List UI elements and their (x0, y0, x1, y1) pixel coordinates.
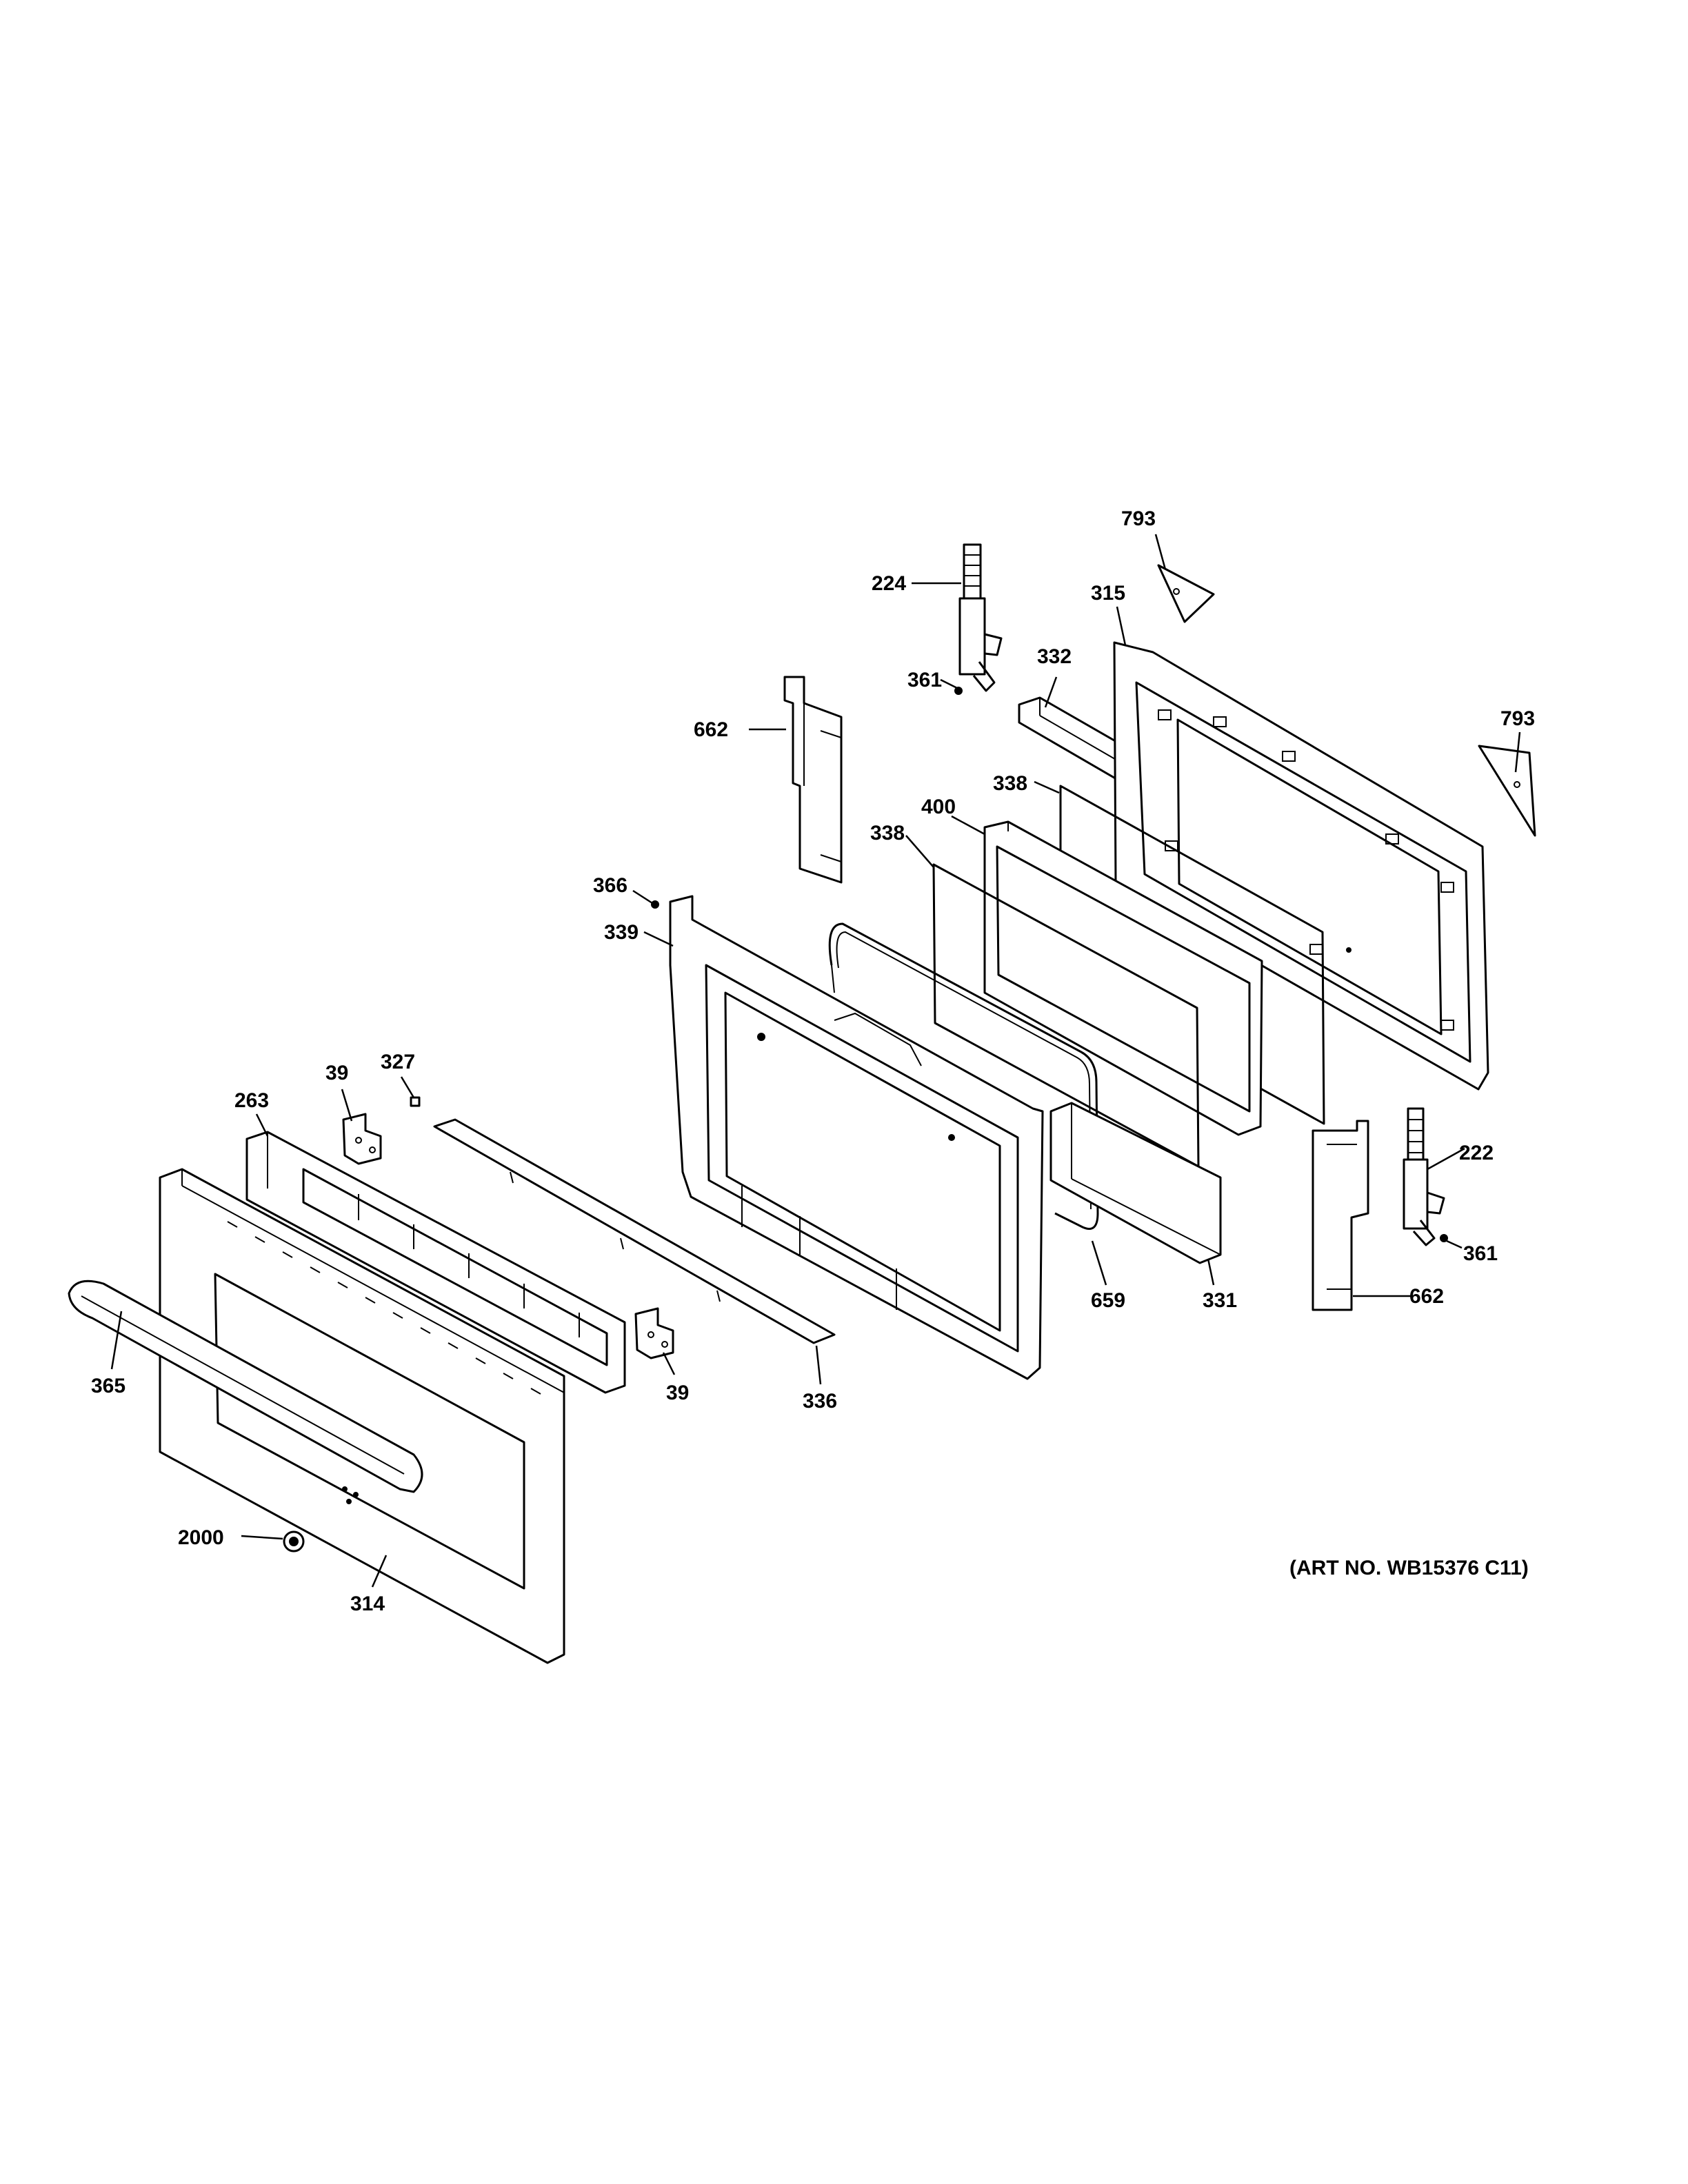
part-39-bracket-lower (634, 1307, 674, 1359)
callout-327: 327 (381, 1051, 415, 1073)
callout-224: 224 (872, 572, 906, 595)
part-263-vent-duct (245, 1131, 626, 1394)
callout-338-front: 338 (870, 822, 905, 845)
leader-lines (110, 534, 1521, 1588)
part-662-upper (783, 676, 843, 884)
callout-662-lower: 662 (1409, 1285, 1444, 1308)
callout-336: 336 (803, 1390, 837, 1413)
callout-793-top: 793 (1121, 507, 1156, 530)
callout-339: 339 (604, 921, 639, 944)
callout-361-lower: 361 (1463, 1242, 1498, 1265)
part-2000-badge (283, 1530, 305, 1553)
part-659-gasket (828, 922, 1099, 1230)
part-339-inner-frame (669, 895, 1044, 1380)
callout-222: 222 (1459, 1142, 1494, 1164)
part-331-channel (1049, 1102, 1222, 1264)
part-39-bracket-upper (342, 1113, 382, 1165)
part-793-triangle-right (1478, 745, 1536, 837)
part-314-outer-door (159, 1168, 565, 1664)
callout-332: 332 (1037, 645, 1072, 668)
callout-365: 365 (91, 1375, 125, 1397)
callout-39-upper: 39 (325, 1062, 348, 1084)
callout-338-rear: 338 (993, 772, 1027, 795)
art-number: (ART NO. WB15376 C11) (1289, 1557, 1529, 1579)
part-327-clip (410, 1096, 421, 1107)
part-224-hinge (954, 543, 1003, 695)
part-662-lower (1312, 1120, 1369, 1311)
part-365-handle (68, 1280, 423, 1493)
callout-400: 400 (921, 796, 956, 818)
callout-331: 331 (1203, 1289, 1237, 1312)
callout-314: 314 (350, 1593, 385, 1615)
part-336-strip (433, 1118, 836, 1344)
callout-315: 315 (1091, 582, 1125, 605)
part-793-triangle-top (1157, 564, 1215, 623)
callout-263: 263 (234, 1089, 269, 1112)
callout-793-right: 793 (1500, 707, 1535, 730)
callout-366: 366 (593, 874, 627, 897)
part-366-screw (651, 900, 659, 909)
part-222-hinge (1403, 1107, 1448, 1246)
callout-361-upper: 361 (907, 669, 942, 691)
callout-659: 659 (1091, 1289, 1125, 1312)
part-400-window-pack (983, 820, 1263, 1136)
callout-2000: 2000 (178, 1526, 224, 1549)
callout-39-lower: 39 (666, 1382, 689, 1404)
callout-662-upper: 662 (694, 718, 728, 741)
part-315-inner-liner (1113, 641, 1489, 1091)
